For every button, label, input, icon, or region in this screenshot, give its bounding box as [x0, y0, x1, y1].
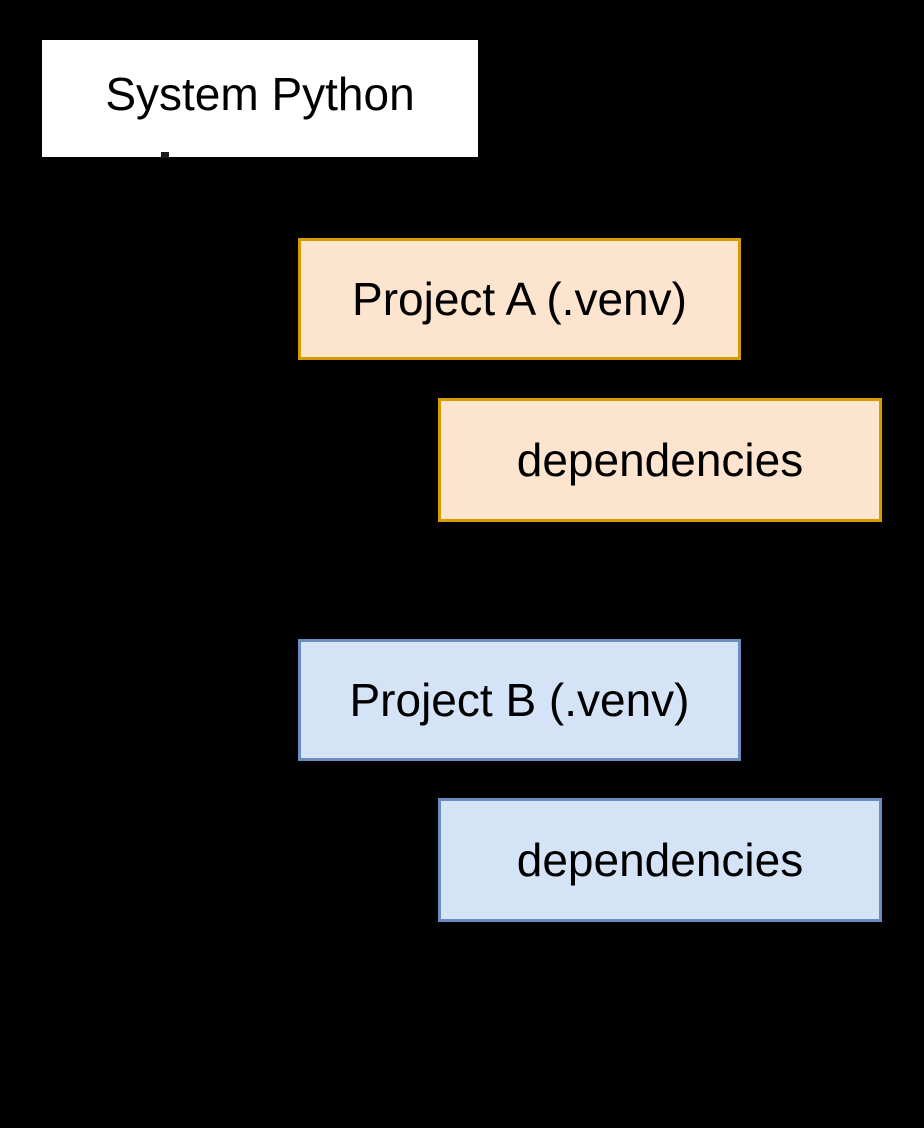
node-dependencies-b-label: dependencies — [516, 833, 804, 886]
node-project-a-label: Project A (.venv) — [352, 272, 687, 325]
node-dependencies-a[interactable]: dependencies — [438, 398, 882, 522]
node-system-python[interactable]: System Python — [42, 40, 478, 157]
node-dependencies-b[interactable]: dependencies — [438, 798, 882, 922]
node-dependencies-a-label: dependencies — [516, 433, 804, 486]
node-project-b-label: Project B (.venv) — [349, 673, 690, 726]
node-project-b[interactable]: Project B (.venv) — [298, 639, 741, 761]
node-system-python-label: System Python — [105, 68, 415, 120]
node-project-a[interactable]: Project A (.venv) — [298, 238, 741, 360]
clipped-text-fragment — [161, 152, 169, 158]
